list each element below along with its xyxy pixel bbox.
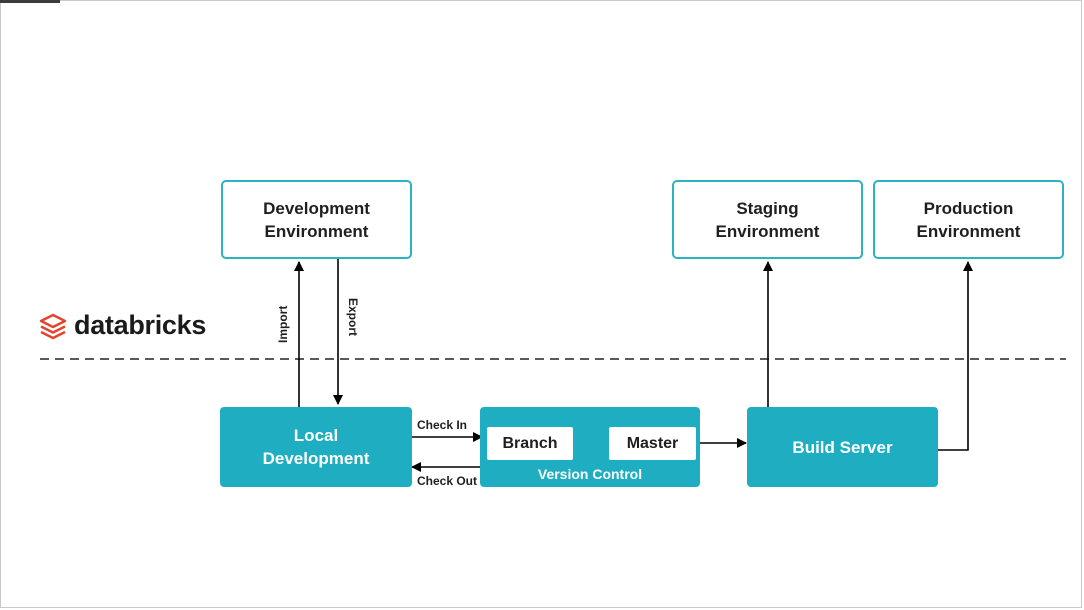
logo-text: databricks xyxy=(74,310,207,340)
check-out-label: Check Out xyxy=(417,474,478,488)
check-in-label: Check In xyxy=(417,418,468,432)
branch-box: Branch xyxy=(487,427,573,460)
databricks-logo: databricks xyxy=(38,310,206,341)
version-control-label: Version Control xyxy=(537,466,643,482)
corner-mark xyxy=(0,0,60,3)
export-label: Export xyxy=(346,298,360,337)
databricks-stack-icon xyxy=(39,313,67,339)
local-development-box: Local Development xyxy=(220,407,412,487)
development-environment-box: Development Environment xyxy=(221,180,412,259)
production-environment-box: Production Environment xyxy=(873,180,1064,259)
import-label: Import xyxy=(276,305,290,343)
build-to-production-arrow xyxy=(938,261,973,451)
staging-environment-box: Staging Environment xyxy=(672,180,863,259)
master-box: Master xyxy=(609,427,696,460)
build-server-box: Build Server xyxy=(747,407,938,487)
